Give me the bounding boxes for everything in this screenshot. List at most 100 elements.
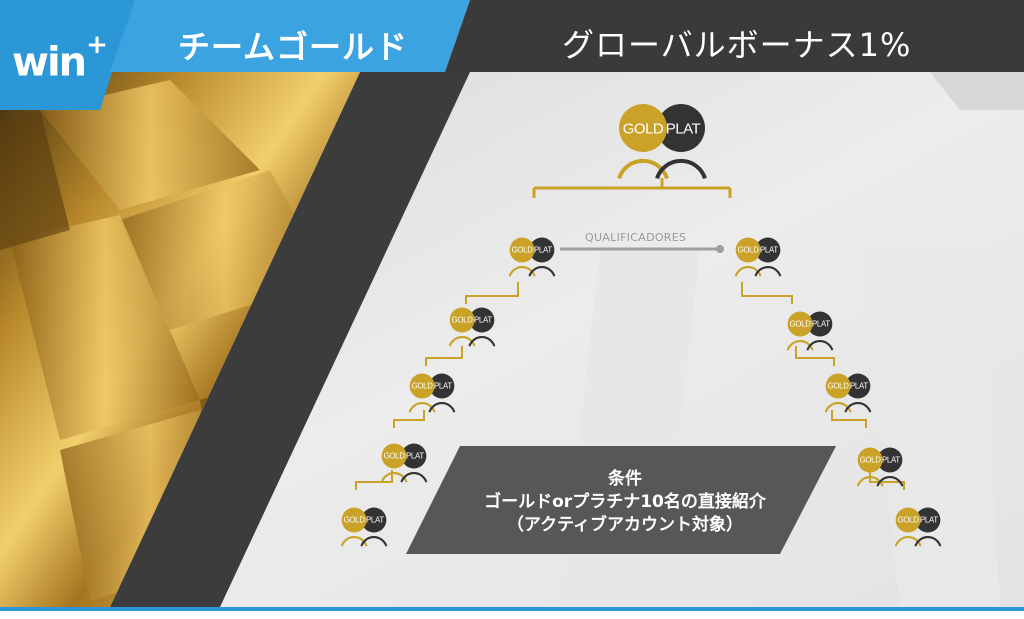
plat-head xyxy=(401,443,427,469)
gold-shoulders xyxy=(734,266,762,277)
plat-shoulders xyxy=(468,336,496,347)
plat-head xyxy=(469,307,495,333)
plat-label: PLAT xyxy=(366,516,384,525)
win-plus-logo: win+ xyxy=(12,30,108,86)
plat-shoulders xyxy=(655,158,707,180)
gold-head xyxy=(381,443,407,469)
gold-label: GOLD xyxy=(512,246,534,255)
condition-requirement: ゴールドorプラチナ10名の直接紹介 xyxy=(484,492,766,512)
plat-label: PLAT xyxy=(434,382,452,391)
plat-label: PLAT xyxy=(920,516,938,525)
gold-label: GOLD xyxy=(344,516,366,525)
gold-shoulders xyxy=(448,336,476,347)
plat-shoulders xyxy=(914,536,942,547)
condition-note: （アクティブアカウント対象） xyxy=(506,515,744,535)
watermark-shape xyxy=(930,72,1024,110)
plat-label: PLAT xyxy=(666,120,701,137)
plat-label: PLAT xyxy=(474,316,492,325)
watermark-shape xyxy=(860,250,1000,607)
plat-label: PLAT xyxy=(406,452,424,461)
gold-label: GOLD xyxy=(898,516,920,525)
gold-head xyxy=(409,373,435,399)
plat-head xyxy=(657,104,705,152)
plat-head xyxy=(915,507,941,533)
gold-head xyxy=(735,237,761,263)
gold-shoulders xyxy=(894,536,922,547)
gold-label: GOLD xyxy=(790,320,812,329)
footer-bar xyxy=(0,607,1024,611)
gold-label: GOLD xyxy=(828,382,850,391)
gold-head xyxy=(619,104,667,152)
plat-head xyxy=(877,447,903,473)
team-gold-title: チームゴールド xyxy=(178,28,409,66)
gold-label: GOLD xyxy=(384,452,406,461)
logo-band xyxy=(0,0,135,110)
gold-head xyxy=(825,373,851,399)
condition-text: 条件 ゴールドorプラチナ10名の直接紹介 （アクティブアカウント対象） xyxy=(430,468,820,537)
gold-label: GOLD xyxy=(738,246,760,255)
gold-head xyxy=(341,507,367,533)
qualifier-dot xyxy=(716,245,724,253)
gold-shoulders xyxy=(824,402,852,413)
gold-bars-image xyxy=(0,72,360,607)
gold-head xyxy=(857,447,883,473)
condition-heading: 条件 xyxy=(608,469,642,489)
gold-label: GOLD xyxy=(412,382,434,391)
diagonal-stripe xyxy=(110,72,470,607)
step-connectors-left xyxy=(355,282,519,490)
gold-shoulders xyxy=(786,340,814,351)
gold-label: GOLD xyxy=(623,120,664,137)
gold-head xyxy=(449,307,475,333)
plat-label: PLAT xyxy=(534,246,552,255)
plat-shoulders xyxy=(360,536,388,547)
plat-shoulders xyxy=(754,266,782,277)
plat-shoulders xyxy=(844,402,872,413)
gold-label: GOLD xyxy=(452,316,474,325)
plat-head xyxy=(529,237,555,263)
plat-label: PLAT xyxy=(850,382,868,391)
gold-head xyxy=(787,311,813,337)
qualifier-label: QUALIFICADORES xyxy=(585,231,687,244)
plat-shoulders xyxy=(428,402,456,413)
gold-label: GOLD xyxy=(860,456,882,465)
plat-shoulders xyxy=(806,340,834,351)
plat-head xyxy=(361,507,387,533)
step-connectors-right xyxy=(741,282,905,490)
plat-shoulders xyxy=(528,266,556,277)
plat-shoulders xyxy=(876,476,904,487)
condition-box-shape xyxy=(406,446,836,554)
plat-label: PLAT xyxy=(812,320,830,329)
plat-head xyxy=(755,237,781,263)
gold-head xyxy=(509,237,535,263)
gold-shoulders xyxy=(617,158,669,180)
gold-shoulders xyxy=(340,536,368,547)
bonus-title-band xyxy=(445,0,1024,72)
global-bonus-title: グローバルボーナス1% xyxy=(562,26,912,64)
plat-head xyxy=(807,311,833,337)
plat-label: PLAT xyxy=(760,246,778,255)
plat-head xyxy=(429,373,455,399)
team-title-band xyxy=(110,0,470,72)
gold-shoulders xyxy=(408,402,436,413)
gold-shoulders xyxy=(380,472,408,483)
plat-label: PLAT xyxy=(882,456,900,465)
tree-connector xyxy=(532,178,732,198)
gold-shoulders xyxy=(508,266,536,277)
gold-shoulders xyxy=(856,476,884,487)
gold-head xyxy=(895,507,921,533)
plat-head xyxy=(845,373,871,399)
plat-shoulders xyxy=(400,472,428,483)
